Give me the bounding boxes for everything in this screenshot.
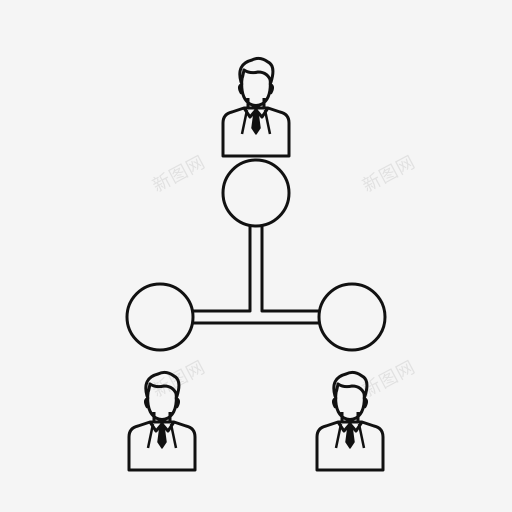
person-bottom-left-icon <box>127 370 197 472</box>
person-top-icon <box>221 56 291 158</box>
person-bottom-right-icon <box>315 370 385 472</box>
hub-right-circle <box>317 282 387 352</box>
connector-lines <box>188 223 322 325</box>
hub-top-circle <box>221 158 291 228</box>
hub-left-circle <box>125 282 195 352</box>
